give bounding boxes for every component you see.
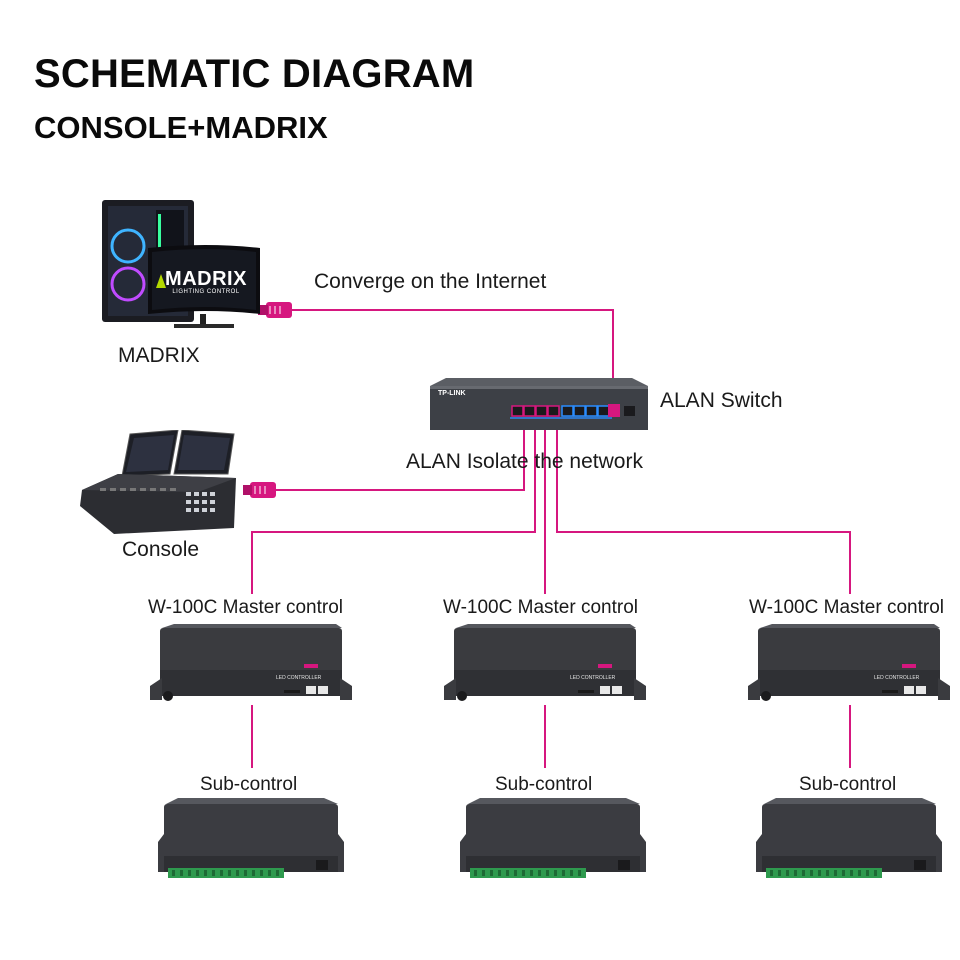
sub-control-device-3: [754, 798, 944, 884]
sub-control-label-2: Sub-control: [495, 774, 592, 796]
sub-control-device-1: [156, 798, 346, 884]
isolate-label: ALAN Isolate the network: [406, 450, 643, 474]
madrix-screen-logo: MADRIX: [158, 268, 254, 291]
alan-switch: TP-LINK: [426, 376, 650, 432]
madrix-computer: MADRIX LIGHTING CONTROL: [96, 196, 266, 336]
master-control-device-3: LED CONTROLLER: [746, 622, 952, 708]
sub-control-label-1: Sub-control: [200, 774, 297, 796]
switch-brand: TP-LINK: [438, 390, 466, 397]
sub-controller-icon: [754, 798, 944, 884]
controller-icon: [442, 622, 648, 708]
master-control-label-3: W-100C Master control: [749, 597, 944, 619]
sub-control-label-3: Sub-control: [799, 774, 896, 796]
madrix-screen-logo-sub: LIGHTING CONTROL: [158, 289, 254, 295]
internet-label: Converge on the Internet: [314, 270, 546, 294]
console-label: Console: [122, 538, 199, 562]
switch-label: ALAN Switch: [660, 389, 783, 413]
master-panel-text-3: LED CONTROLLER: [874, 675, 919, 681]
madrix-label: MADRIX: [118, 344, 200, 368]
network-switch-icon: [426, 376, 650, 432]
master-control-label-2: W-100C Master control: [443, 597, 638, 619]
controller-icon: [746, 622, 952, 708]
console-icon: [78, 430, 240, 534]
rj45-plug-console: [243, 482, 276, 498]
controller-icon: [148, 622, 354, 708]
computer-icon: [96, 196, 266, 336]
lighting-console: [78, 430, 240, 534]
master-control-device-1: LED CONTROLLER: [148, 622, 354, 708]
master-panel-text-1: LED CONTROLLER: [276, 675, 321, 681]
madrix-logo-icon: [156, 274, 166, 288]
master-control-device-2: LED CONTROLLER: [442, 622, 648, 708]
sub-controller-icon: [458, 798, 648, 884]
master-control-label-1: W-100C Master control: [148, 597, 343, 619]
master-panel-text-2: LED CONTROLLER: [570, 675, 615, 681]
sub-control-device-2: [458, 798, 648, 884]
sub-controller-icon: [156, 798, 346, 884]
